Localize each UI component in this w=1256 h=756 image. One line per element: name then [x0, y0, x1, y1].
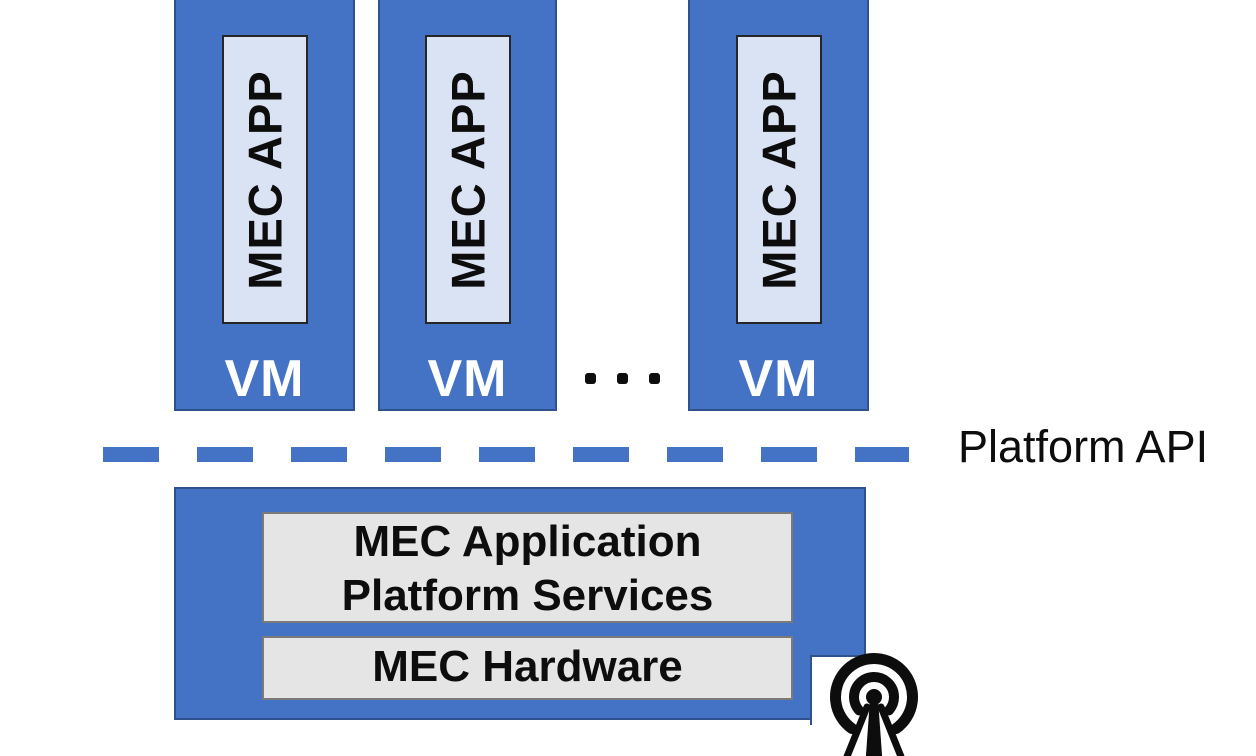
mec-app-label-3: MEC APP — [752, 69, 805, 290]
mec-app-label-1: MEC APP — [238, 69, 291, 290]
vm-column-1: MEC APP VM — [174, 0, 355, 411]
mec-app-label-2: MEC APP — [441, 69, 494, 290]
vm-column-2: MEC APP VM — [378, 0, 557, 411]
ellipsis-dot — [649, 373, 660, 384]
platform-api-divider — [103, 447, 909, 462]
ellipsis-dots — [585, 373, 660, 384]
vm-column-3: MEC APP VM — [688, 0, 869, 411]
hardware-label: MEC Hardware — [372, 642, 683, 691]
vm-label-1: VM — [224, 350, 305, 408]
platform-services-box: MEC Application Platform Services — [262, 512, 793, 623]
platform-api-label: Platform API — [958, 421, 1209, 472]
platform-services-label-line2: Platform Services — [341, 571, 714, 620]
ellipsis-dot — [617, 373, 628, 384]
vm-label-3: VM — [738, 350, 819, 408]
mec-app-box-3: MEC APP — [735, 35, 822, 324]
antenna-icon — [830, 652, 918, 756]
hardware-box: MEC Hardware — [262, 636, 793, 700]
vm-label-2: VM — [427, 350, 508, 408]
mec-app-box-2: MEC APP — [424, 35, 511, 324]
platform-services-label-line1: MEC Application — [353, 517, 702, 566]
mec-app-box-1: MEC APP — [221, 35, 308, 324]
ellipsis-dot — [585, 373, 596, 384]
